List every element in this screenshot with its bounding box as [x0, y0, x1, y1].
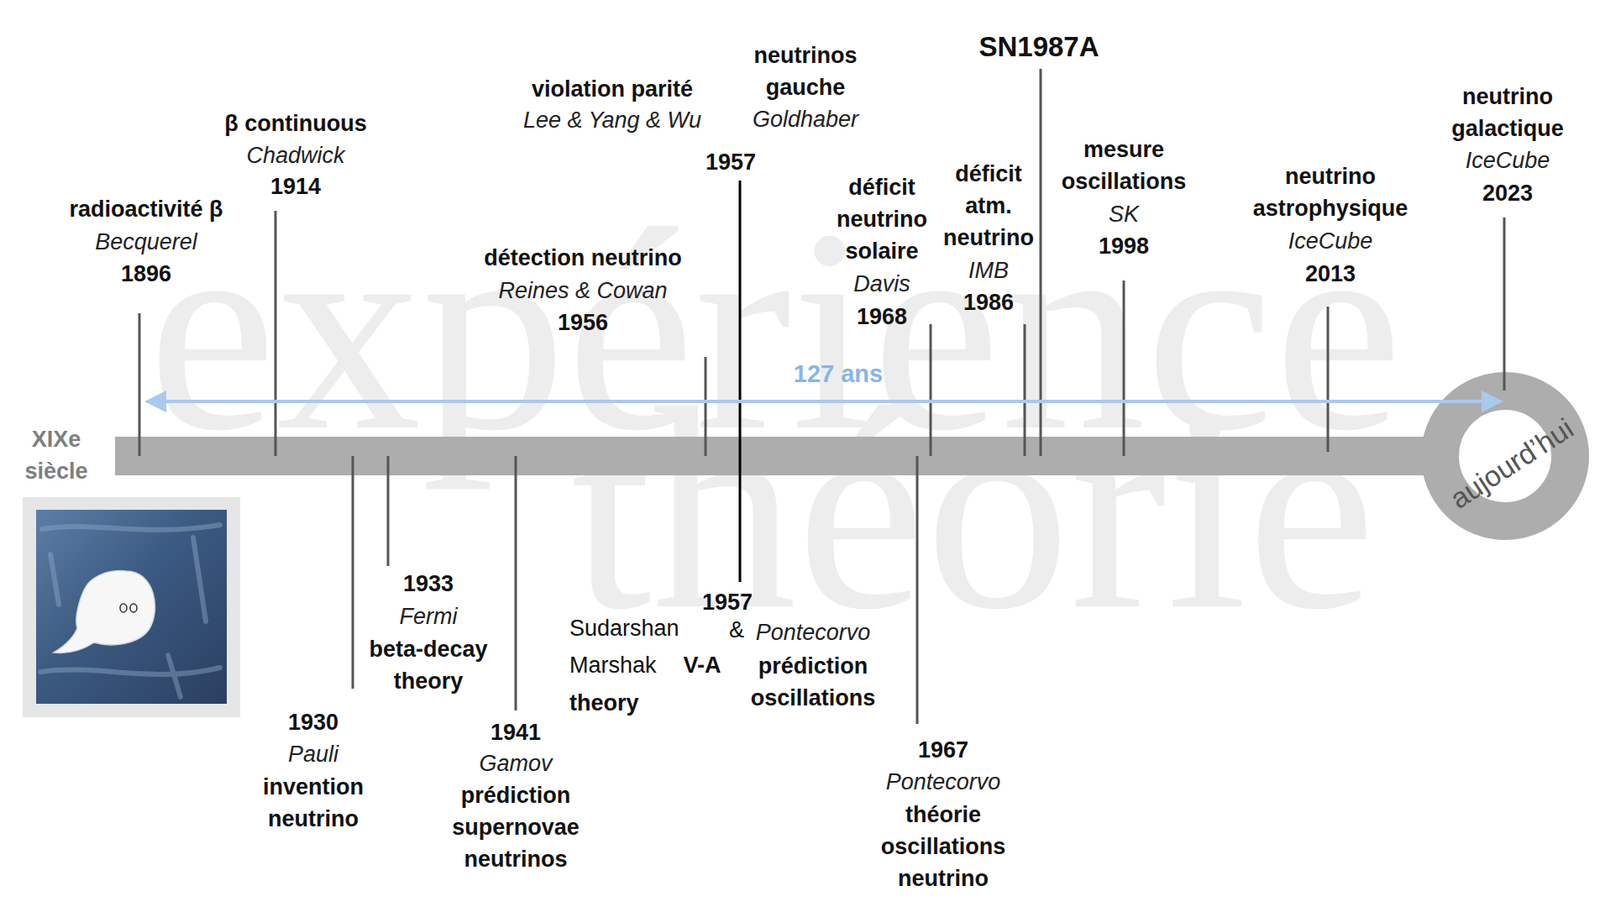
- author-label: Pontecorvo: [755, 616, 871, 649]
- tick-line: [1503, 217, 1506, 391]
- tick-line: [916, 456, 919, 724]
- event-label: prédiction supernovae neutrinos: [451, 779, 580, 876]
- tick-line: [514, 456, 518, 711]
- event-label: 1914: [270, 170, 321, 203]
- tick-line: [1327, 306, 1330, 452]
- paint-strokes: [40, 524, 221, 698]
- event-label: détection neutrino: [483, 241, 682, 274]
- tick-line: [138, 313, 142, 457]
- event-label: beta-decay theory: [356, 633, 500, 698]
- tick-line: [274, 210, 278, 457]
- painting: [36, 509, 227, 704]
- author-label: IceCube: [1288, 225, 1374, 258]
- tick-line: [351, 456, 355, 689]
- event-label: β continuous: [224, 107, 367, 140]
- ghost-eye: [120, 603, 127, 613]
- event-label: 1968: [856, 300, 908, 333]
- event-label: 1998: [1098, 230, 1149, 263]
- ghost-figure: [53, 570, 155, 653]
- picture-frame: [22, 497, 241, 718]
- watermark-text: théorie: [571, 364, 1376, 655]
- event-label: mesure oscillations: [1061, 133, 1187, 198]
- event-label: 1986: [963, 286, 1014, 319]
- ghost-eye: [130, 603, 137, 613]
- paint-stroke: [40, 667, 221, 675]
- author-label: Reines & Cowan: [498, 274, 667, 307]
- tick-lines: [139, 68, 1505, 724]
- author-label: Chadwick: [246, 139, 345, 172]
- today-ring: aujourd’hui: [1421, 372, 1590, 541]
- span-arrow: [159, 399, 1489, 404]
- event-label: 2023: [1482, 177, 1533, 210]
- author-label: Becquerel: [94, 225, 198, 258]
- event-label: 1933: [403, 567, 454, 600]
- author-label: IMB: [968, 254, 1009, 287]
- event-label: déficit atm. neutrino: [943, 157, 1034, 254]
- paint-stroke: [41, 524, 221, 530]
- author-label: Davis: [853, 267, 911, 300]
- event-label: XIXe siècle: [24, 423, 88, 488]
- event-label: 2013: [1305, 257, 1356, 290]
- author-label: SK: [1108, 198, 1139, 231]
- event-label: Sudarshan: [569, 612, 680, 645]
- event-label: Marshak: [569, 649, 657, 682]
- event-label: 1957: [702, 586, 753, 619]
- event-label: SN1987A: [978, 28, 1099, 65]
- event-label: neutrinos gauche: [753, 39, 857, 104]
- paint-stroke: [50, 537, 206, 698]
- event-label: 1930: [288, 706, 339, 739]
- event-label: 1956: [557, 306, 609, 339]
- event-label: neutrino galactique: [1451, 80, 1564, 145]
- event-label: invention neutrino: [262, 771, 364, 835]
- arrow-head: [1481, 390, 1504, 413]
- event-label: 1967: [918, 734, 969, 766]
- author-label: Gamov: [478, 747, 552, 780]
- tick-line: [704, 356, 708, 457]
- tick-line: [1023, 324, 1027, 457]
- author-label: Pontecorvo: [886, 765, 1002, 798]
- tick-line: [1039, 68, 1043, 457]
- author-label: IceCube: [1465, 144, 1551, 177]
- event-label: prédiction oscillations: [750, 650, 877, 714]
- tick-line-1957: [739, 180, 742, 583]
- author-label: Lee & Yang & Wu: [523, 104, 702, 137]
- event-label: theory: [569, 687, 640, 719]
- tick-line: [387, 456, 390, 567]
- event-label: V-A: [682, 649, 721, 682]
- event-label: 1896: [120, 257, 172, 290]
- tick-line: [929, 324, 933, 457]
- event-label: 1941: [490, 716, 541, 749]
- arrow-head: [144, 390, 167, 413]
- event-label: 1957: [705, 146, 756, 179]
- event-label: violation parité: [531, 73, 693, 105]
- event-label: neutrino astrophysique: [1253, 160, 1409, 225]
- event-label: théorie oscillations neutrino: [881, 798, 1007, 895]
- author-label: Goldhaber: [752, 103, 859, 136]
- event-label: radioactivité β: [68, 193, 223, 226]
- author-label: Pauli: [288, 738, 339, 771]
- timeline-bar: [115, 436, 1431, 476]
- event-label: déficit neutrino solaire: [836, 171, 928, 268]
- event-label: 127 ans: [793, 357, 883, 390]
- tick-line: [1122, 280, 1126, 457]
- author-label: Fermi: [399, 600, 458, 633]
- event-label: &: [729, 613, 745, 646]
